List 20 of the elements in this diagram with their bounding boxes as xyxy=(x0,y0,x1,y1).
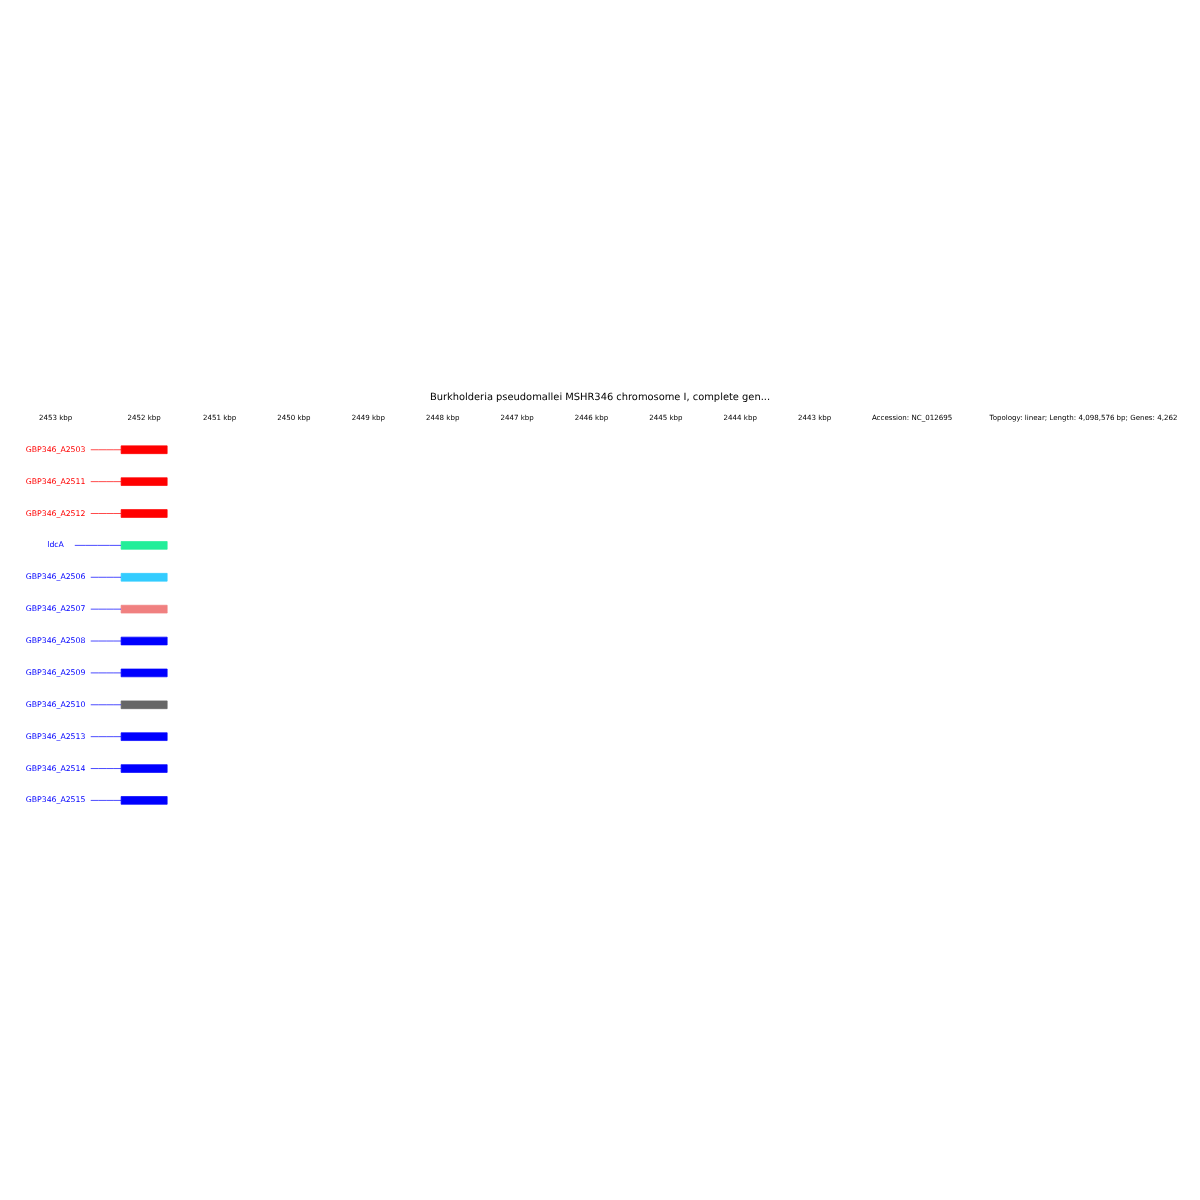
connector xyxy=(90,735,122,736)
node-bar xyxy=(120,572,168,581)
node-bar xyxy=(120,763,168,772)
connector xyxy=(90,671,122,673)
node-bar xyxy=(120,476,168,485)
node-bar xyxy=(120,444,168,453)
connector xyxy=(90,512,122,513)
connector xyxy=(90,639,122,641)
node-bar xyxy=(120,540,168,549)
node-bar xyxy=(120,603,168,613)
node-bar xyxy=(120,635,168,645)
connector xyxy=(90,480,122,481)
node-bar xyxy=(120,731,168,740)
node-bar xyxy=(120,667,168,677)
connector xyxy=(90,448,122,450)
node-bar xyxy=(120,699,168,709)
connector xyxy=(90,799,122,800)
connector xyxy=(90,767,122,768)
node-bar xyxy=(120,795,168,804)
node-bar xyxy=(120,508,168,517)
